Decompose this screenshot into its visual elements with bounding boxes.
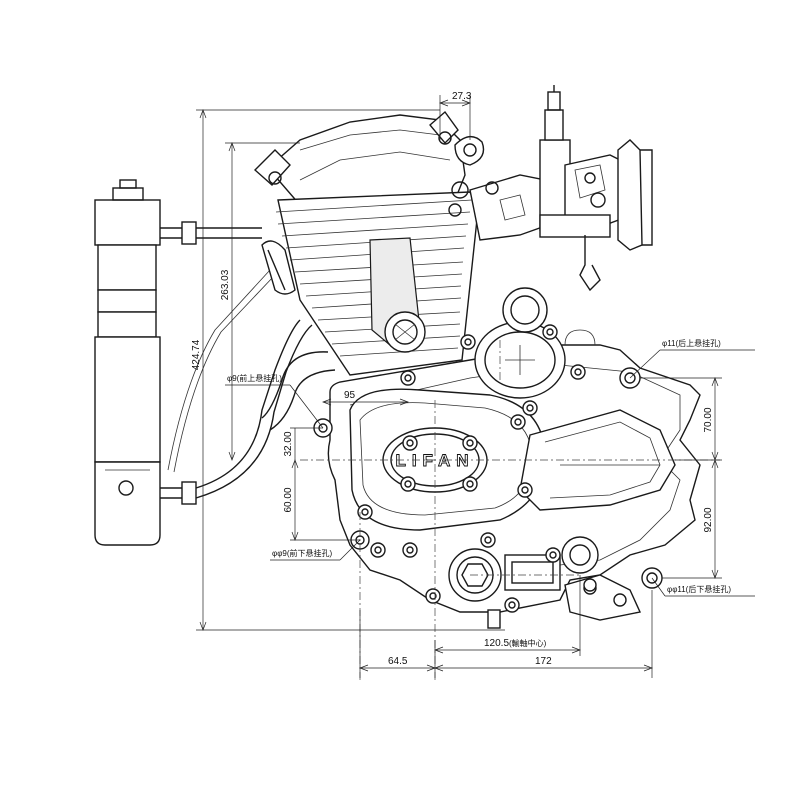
- dim-70: 70.00: [703, 407, 714, 432]
- rear-shock-absorber: [94, 179, 161, 546]
- dim-60: 60.00: [283, 487, 294, 512]
- dim-95: 95: [344, 390, 356, 401]
- dim-120-5-note: (輸軸中心): [509, 638, 547, 648]
- carburetor: [469, 85, 653, 292]
- cylinder-fins: [261, 181, 479, 376]
- oil-filter-housing: [474, 287, 566, 399]
- dim-263-03: 263.03: [220, 269, 231, 300]
- callout-rear-upper-hole: φ11(后上悬挂孔): [662, 338, 721, 348]
- dim-64-5: 64.5: [388, 656, 408, 667]
- exhaust-pipe: [261, 351, 336, 431]
- callout-front-lower-hole: φφ9(前下悬挂孔): [272, 548, 332, 558]
- callout-rear-lower-hole: φφ11(后下悬挂孔): [667, 584, 731, 594]
- dim-424-74: 424.74: [191, 339, 202, 370]
- callout-front-upper-hole: φ9(前上悬挂孔): [227, 373, 282, 383]
- dim-92: 92.00: [703, 507, 714, 532]
- fuel-hose: [160, 221, 313, 505]
- dim-120-5: 120.5: [484, 638, 509, 649]
- cylinder-head: [253, 110, 485, 206]
- dim-172: 172: [535, 656, 552, 667]
- dimension-labels: 27.3 424.74 263.03 95 32.00 60.00 70.00 …: [191, 91, 714, 667]
- dim-27-3: 27.3: [452, 91, 472, 102]
- brand-logo: LIFAN: [395, 451, 474, 470]
- callout-labels: φ11(后上悬挂孔) φ9(前上悬挂孔) φφ9(前下悬挂孔) φφ11(后下悬…: [227, 338, 731, 594]
- dimension-lines: [196, 95, 755, 678]
- dim-32: 32.00: [283, 431, 294, 456]
